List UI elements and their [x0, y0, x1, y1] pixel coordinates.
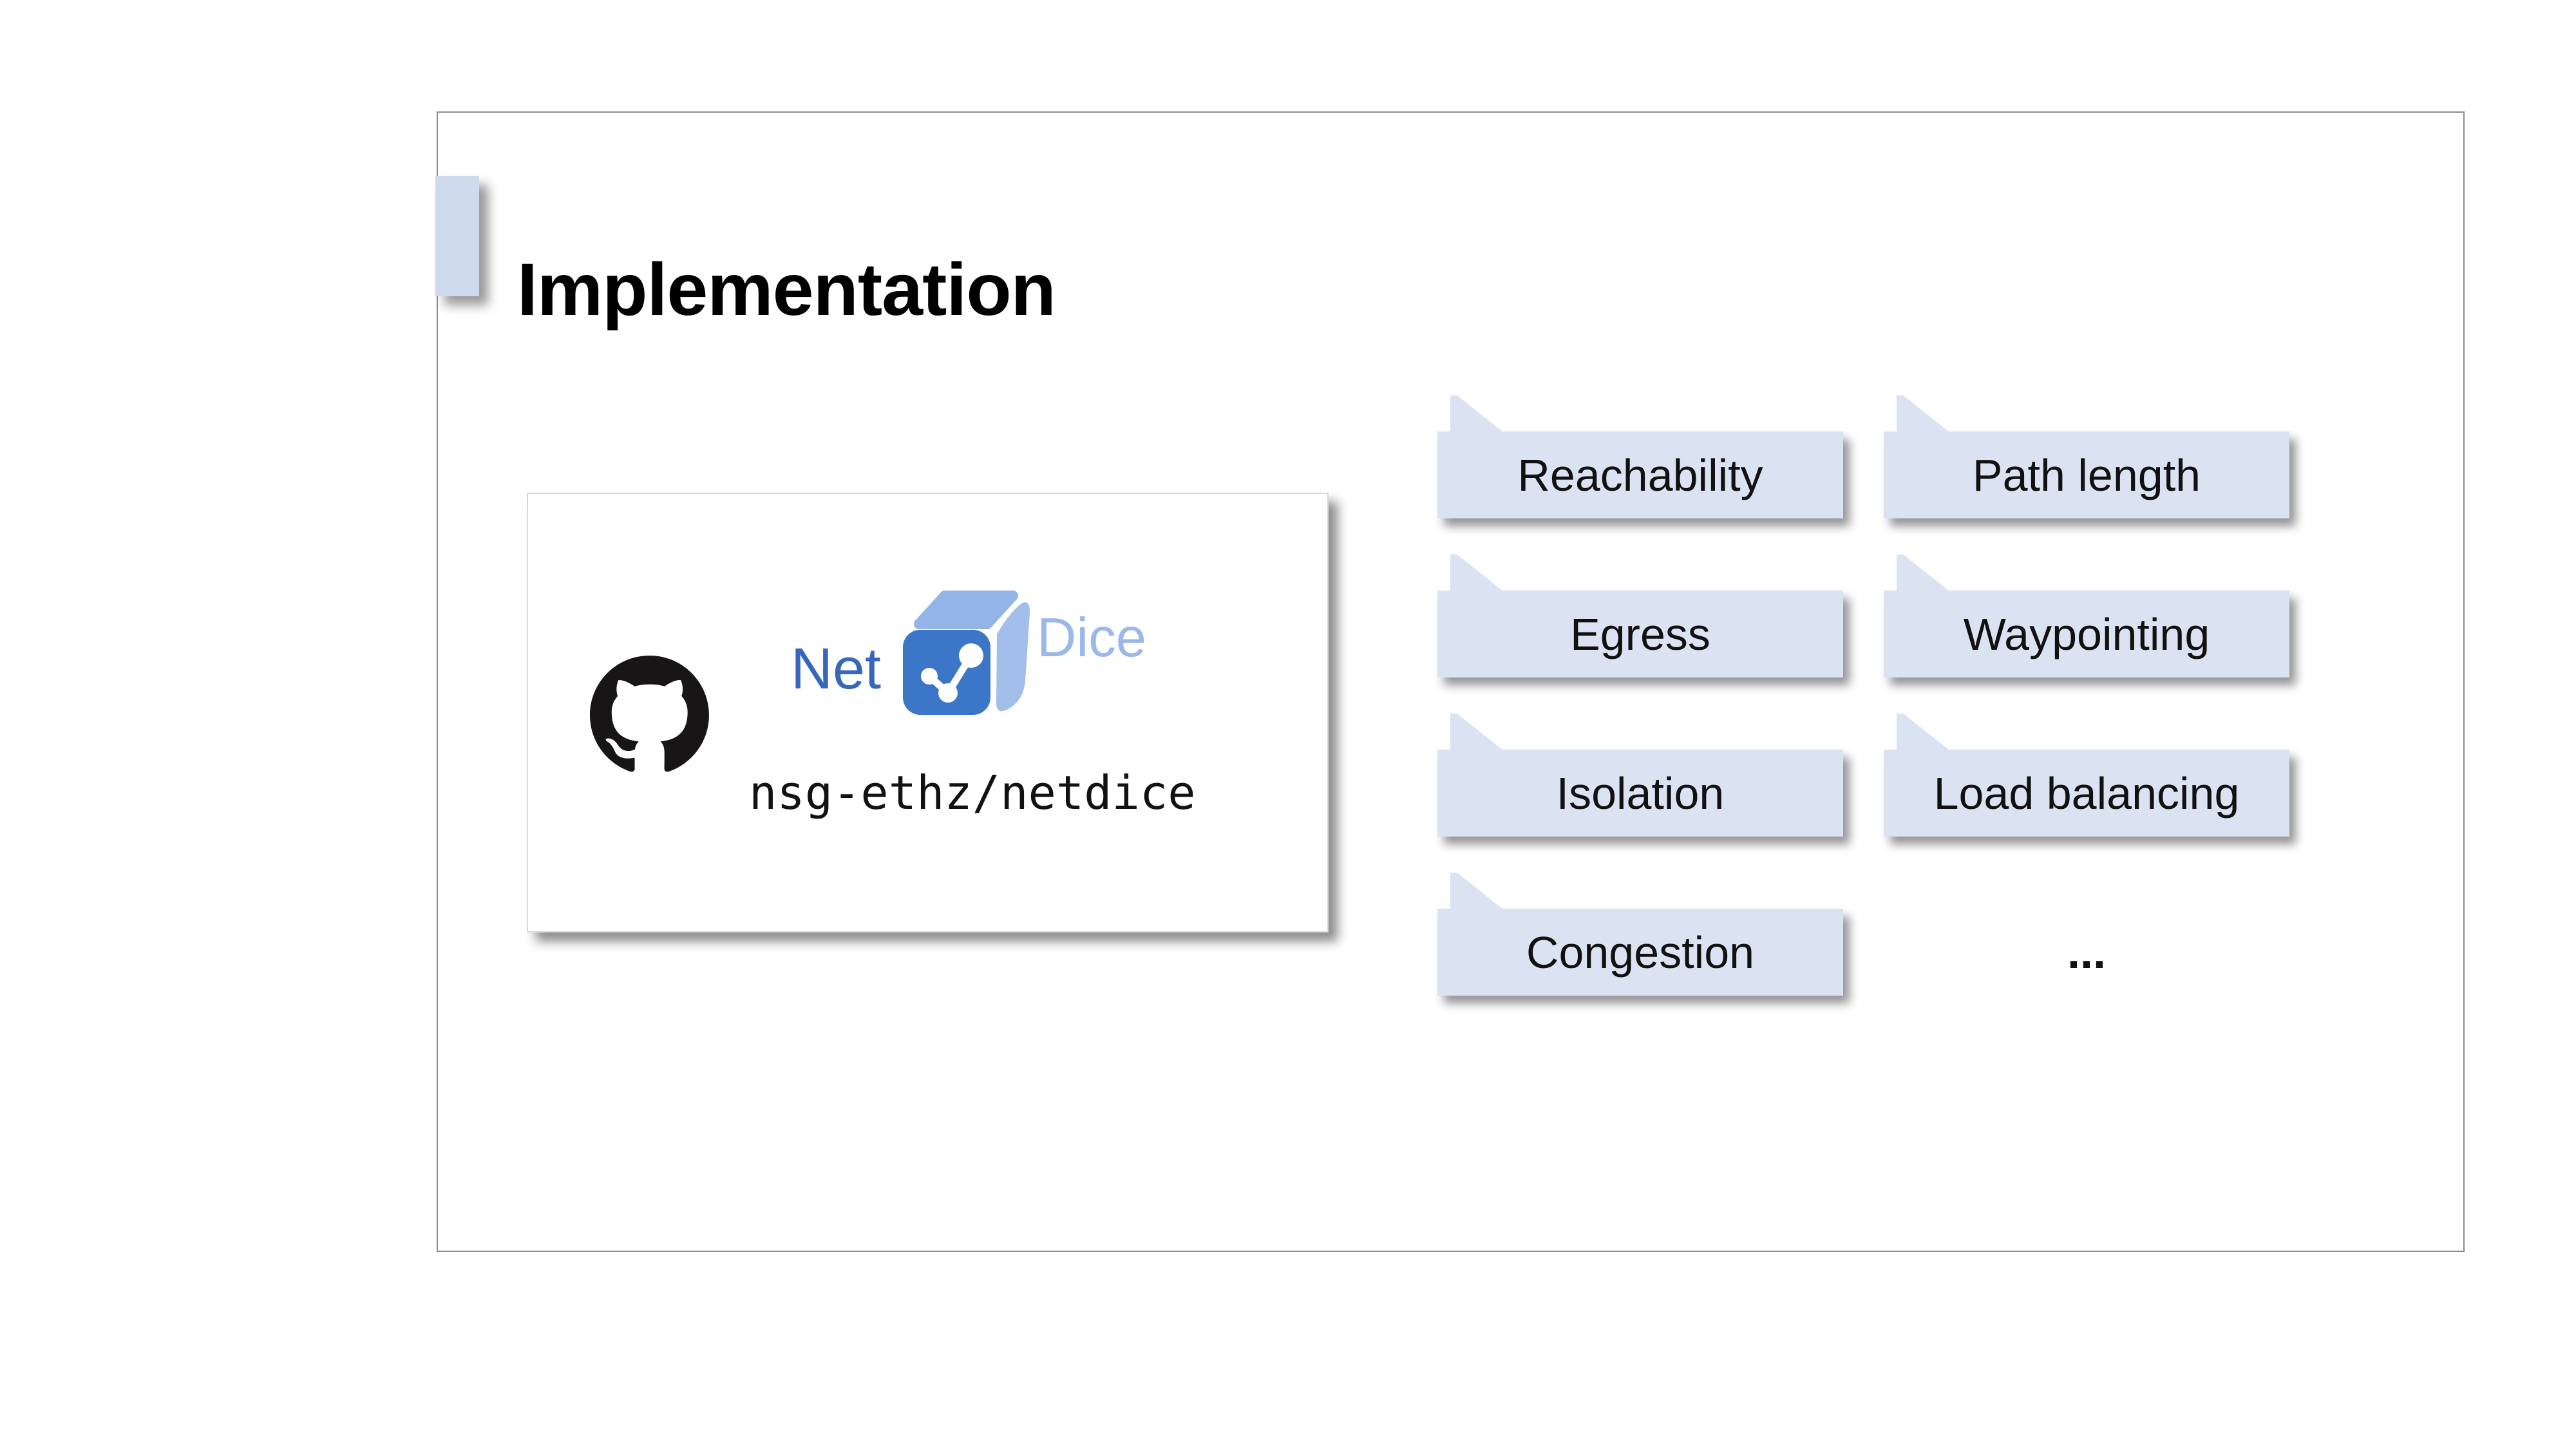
more-properties-ellipsis: ...	[2067, 926, 2106, 978]
netdice-brand-dice: Dice	[1037, 607, 1147, 668]
tag-isolation: Isolation	[1437, 714, 1843, 837]
github-octocat-icon	[590, 656, 709, 772]
tag-label: Waypointing	[1963, 609, 2210, 659]
netdice-cube-icon	[903, 591, 1030, 715]
github-repo-card: Net Dice nsg-ethz/netdice	[527, 493, 1329, 933]
tag-path-length: Path length	[1884, 395, 2289, 518]
tag-label: Load balancing	[1933, 768, 2240, 819]
tag-label: Congestion	[1526, 927, 1755, 978]
repo-name: nsg-ethz/netdice	[749, 766, 1196, 820]
tag-label: Path length	[1972, 450, 2201, 500]
tag-label: Reachability	[1517, 450, 1763, 500]
tag-load-balancing: Load balancing	[1884, 714, 2289, 837]
tag-congestion: Congestion	[1437, 873, 1843, 996]
slide-title: Implementation	[517, 249, 1056, 332]
netdice-brand-net: Net	[791, 637, 882, 701]
tag-egress: Egress	[1437, 554, 1843, 677]
tag-label: Isolation	[1556, 768, 1725, 819]
tag-reachability: Reachability	[1437, 395, 1843, 518]
title-accent-tab	[435, 176, 479, 296]
tag-label: Egress	[1570, 609, 1710, 659]
tag-waypointing: Waypointing	[1884, 554, 2289, 677]
